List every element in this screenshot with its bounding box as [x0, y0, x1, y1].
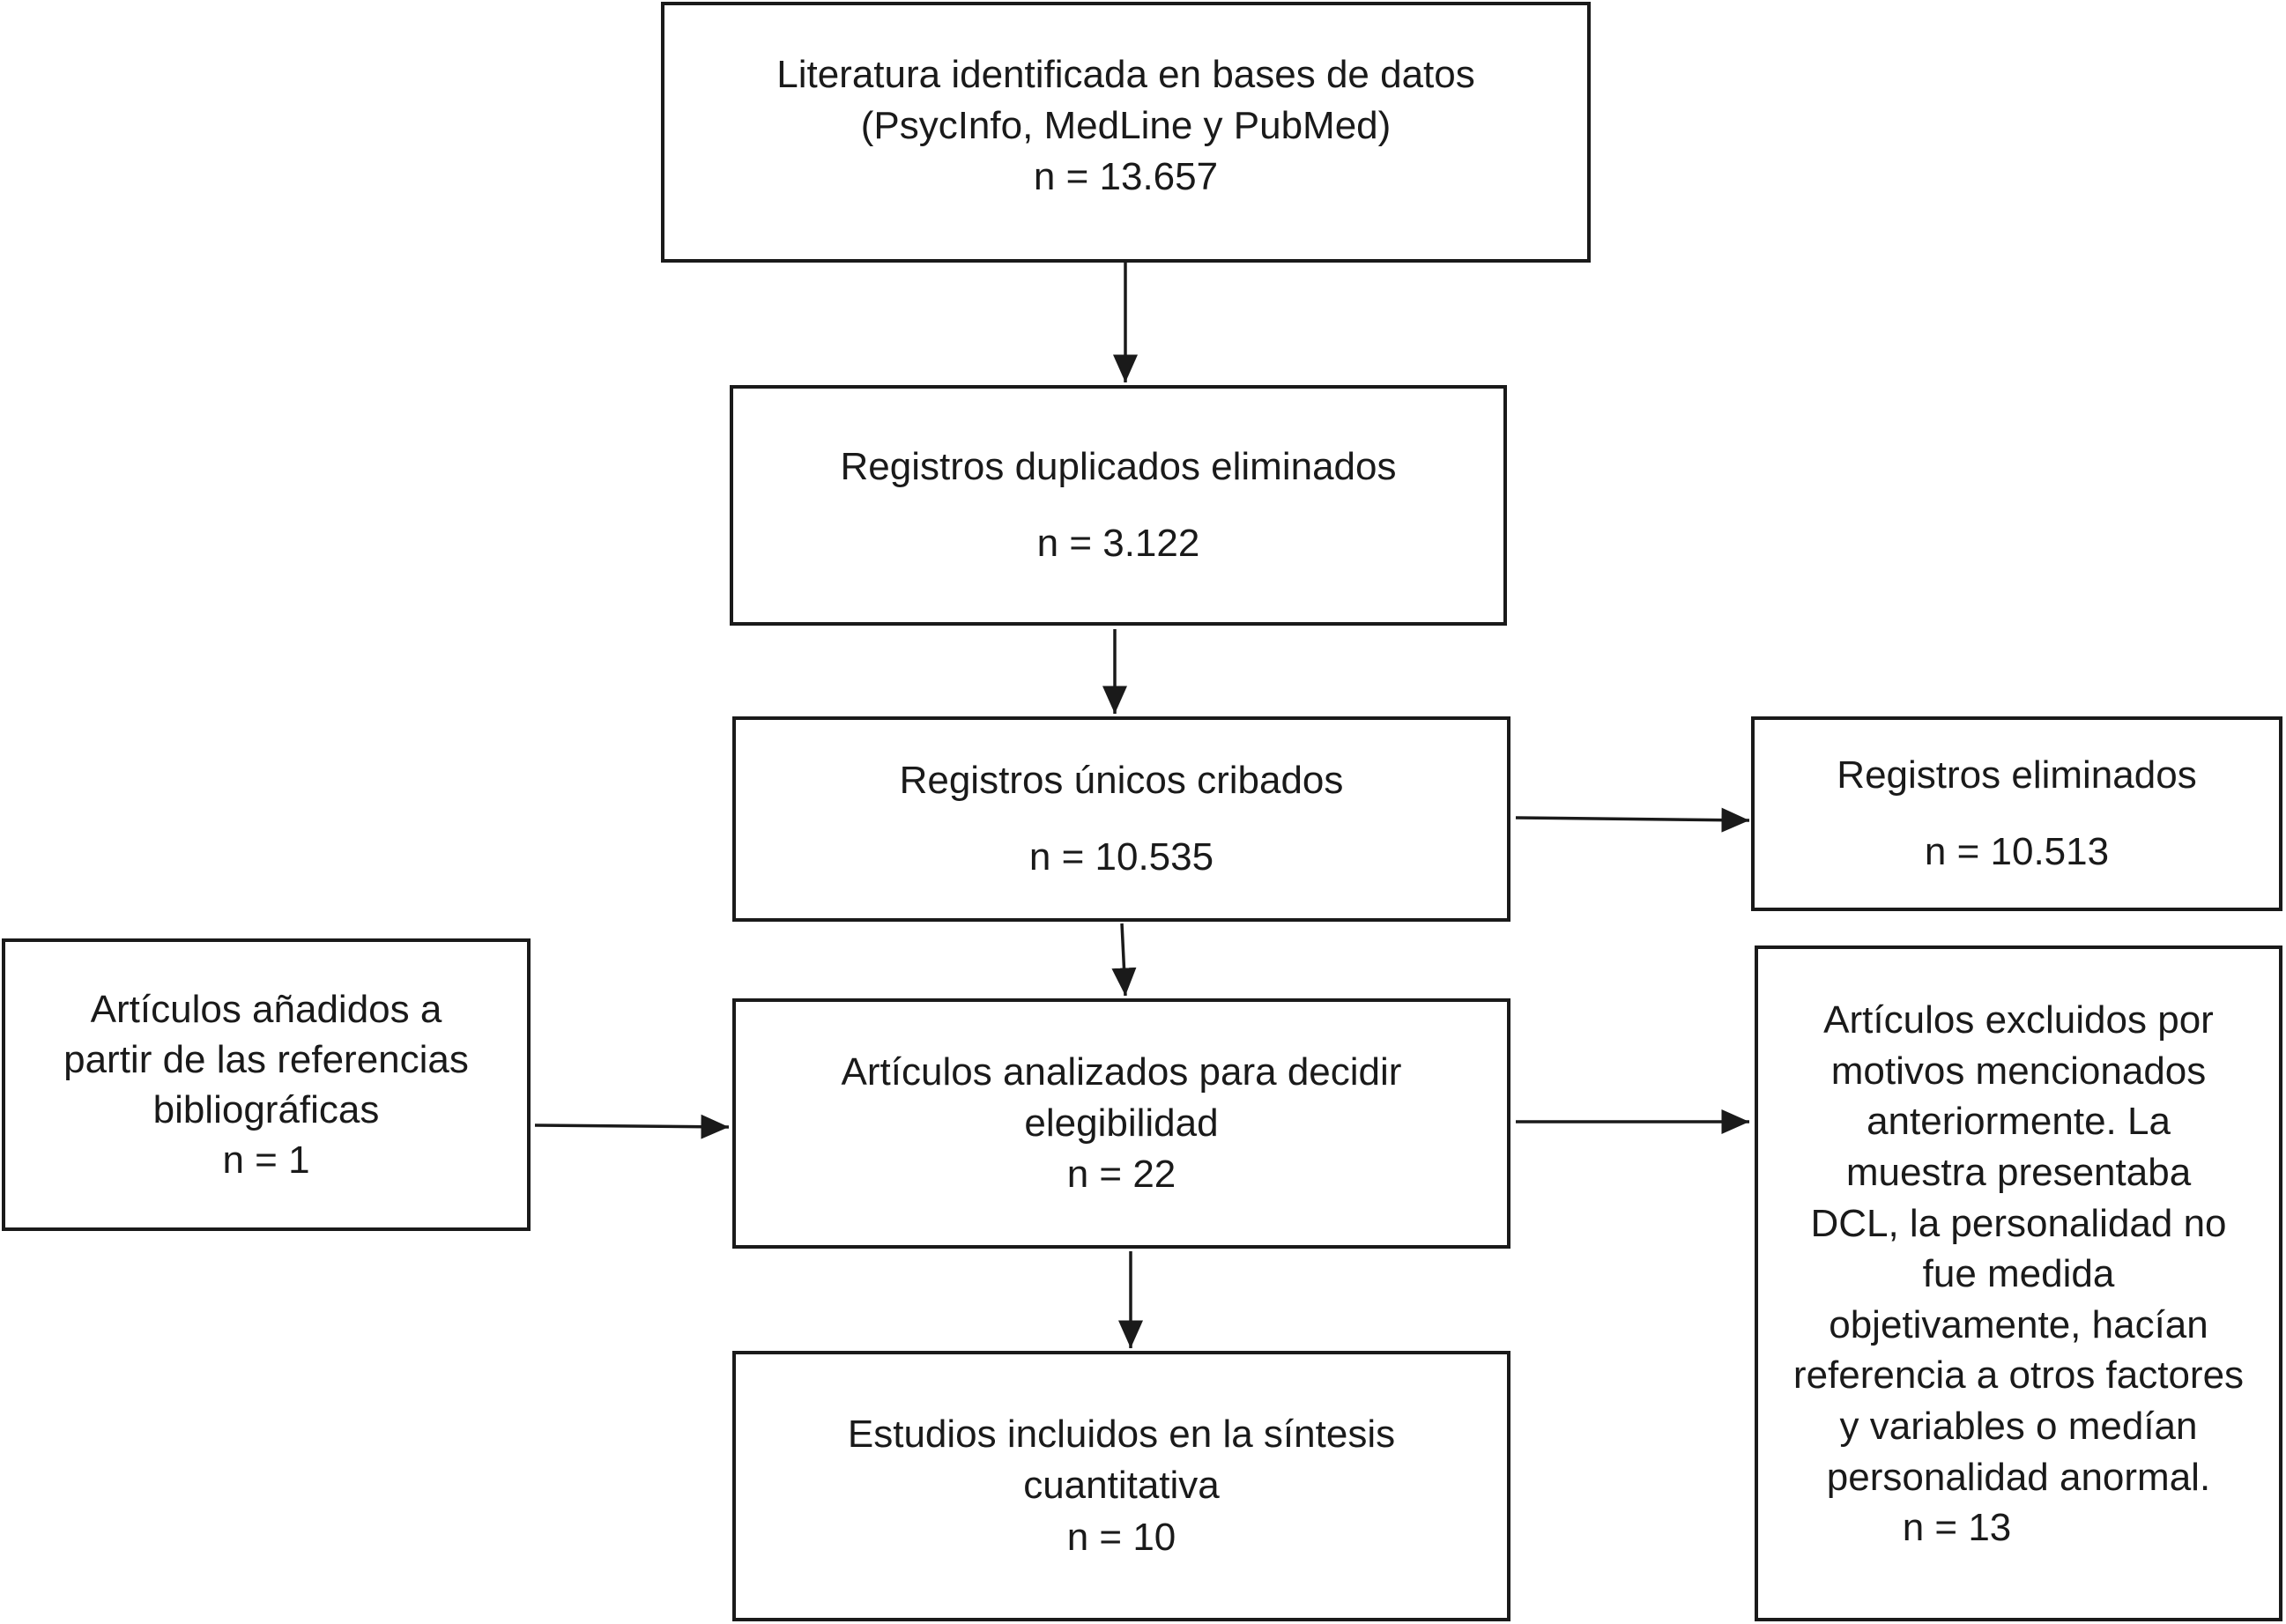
box-added-line-3: bibliográficas	[152, 1088, 380, 1131]
box-excluded-line-7: objetivamente, hacían	[1829, 1302, 2208, 1346]
box-excluded-line-10: personalidad anormal.	[1826, 1455, 2211, 1499]
box-excluded-count: n = 13	[1902, 1506, 2012, 1550]
box-included-line-1: Estudios incluidos en la síntesis	[847, 1413, 1396, 1457]
box-records-removed: Registros eliminados n = 10.513	[1751, 716, 2282, 911]
arrow-screened-to-removed	[1515, 807, 1750, 833]
box-screened-count: n = 10.535	[1028, 834, 1214, 879]
box-excluded-line-3: anteriormente. La	[1867, 1100, 2171, 1144]
box-screened-records: Registros únicos cribados n = 10.535	[732, 716, 1510, 922]
box-excluded-line-6: fue medida	[1922, 1252, 2115, 1296]
box-included-line-2: cuantitativa	[1023, 1464, 1220, 1508]
arrow-screened-to-eligibility	[1111, 923, 1137, 997]
box-duplicates-count: n = 3.122	[1036, 521, 1200, 565]
arrow-added-to-eligibility	[534, 1114, 730, 1139]
box-eligibility-analysis: Artículos analizados para decidir elegib…	[732, 998, 1510, 1249]
box-identified-line-2: (PsycInfo, MedLine y PubMed)	[860, 104, 1392, 148]
box-excluded-line-4: muestra presentaba	[1845, 1150, 2192, 1194]
box-included-studies: Estudios incluidos en la síntesis cuanti…	[732, 1351, 1510, 1621]
box-duplicates-line-1: Registros duplicados eliminados	[840, 445, 1397, 489]
box-included-count: n = 10	[1066, 1515, 1176, 1559]
box-removed-line-1: Registros eliminados	[1837, 753, 2197, 797]
box-excluded-line-2: motivos mencionados	[1830, 1049, 2207, 1093]
box-excluded-line-1: Artículos excluidos por	[1823, 998, 2214, 1042]
box-added-line-1: Artículos añadidos a	[90, 987, 442, 1031]
box-duplicates-removed: Registros duplicados eliminados n = 3.12…	[730, 385, 1507, 626]
box-identified-line-1: Literatura identificada en bases de dato…	[776, 53, 1475, 96]
box-excluded-line-9: y variables o medían	[1839, 1405, 2198, 1448]
box-eligibility-count: n = 22	[1066, 1153, 1176, 1197]
box-eligibility-line-1: Artículos analizados para decidir	[841, 1049, 1402, 1094]
box-removed-count: n = 10.513	[1924, 829, 2110, 873]
box-articles-excluded: Artículos excluidos por motivos menciona…	[1755, 945, 2282, 1621]
box-excluded-line-5: DCL, la personalidad no	[1810, 1201, 2227, 1245]
box-added-count: n = 1	[222, 1138, 310, 1183]
box-identified-literature: Literatura identificada en bases de dato…	[661, 2, 1591, 263]
box-eligibility-line-2: elegibilidad	[1024, 1101, 1219, 1145]
box-articles-added: Artículos añadidos a partir de las refer…	[2, 938, 531, 1231]
box-screened-line-1: Registros únicos cribados	[899, 759, 1344, 803]
box-identified-count: n = 13.657	[1033, 155, 1219, 199]
box-added-line-2: partir de las referencias	[63, 1037, 469, 1081]
box-excluded-line-8: referencia a otros factores	[1792, 1353, 2245, 1398]
